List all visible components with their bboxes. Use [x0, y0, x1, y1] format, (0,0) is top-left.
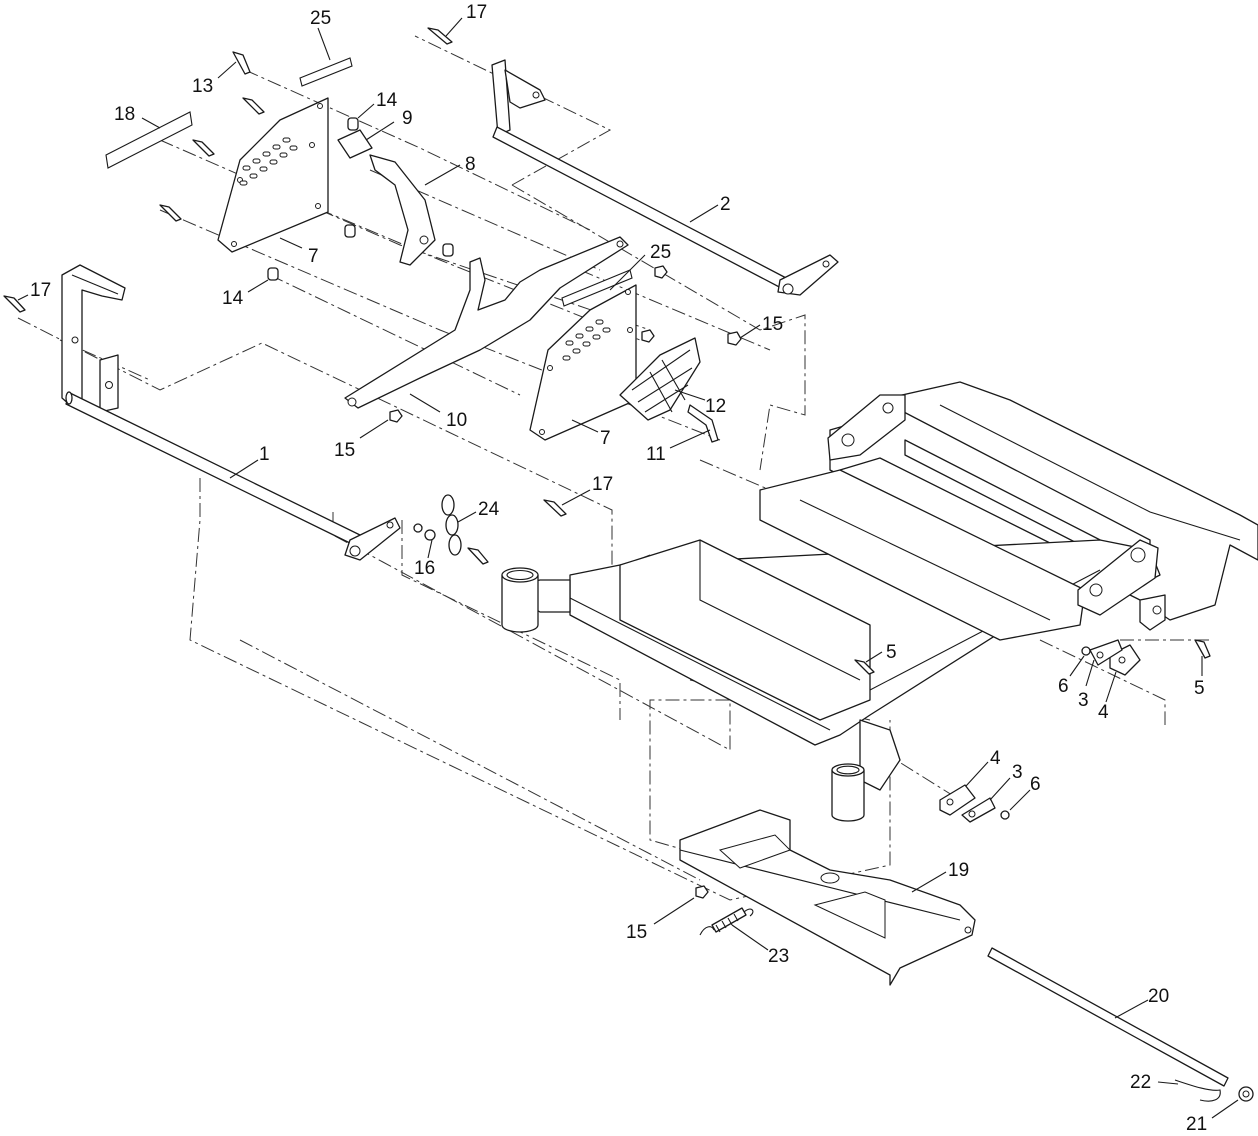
bolt-24: [467, 547, 489, 565]
bracket-3-left: [961, 797, 996, 823]
pedal-shaft-assembly-2: [491, 59, 839, 296]
callout-3-left: 3: [1012, 762, 1023, 783]
side-plate-left-7: [217, 97, 329, 253]
callout-20: 20: [1148, 986, 1169, 1007]
bolt-17-a: [427, 27, 453, 45]
bolt-c: [159, 204, 182, 222]
callout-7-top: 7: [308, 246, 319, 267]
nut-15-a: [654, 265, 668, 279]
spacer-14-a: [347, 117, 359, 131]
callout-17-mid: 17: [592, 474, 613, 495]
spring-23: [699, 907, 754, 936]
callout-3-right: 3: [1078, 690, 1089, 711]
link-bar-10: [344, 236, 629, 409]
callout-6-right: 6: [1058, 676, 1069, 697]
bolt-5-b: [1194, 639, 1211, 659]
callout-25-mid: 25: [650, 242, 671, 263]
callout-labels: 25 17 13 14 9 18 8 2 25 7 14 17 15 10 12…: [30, 2, 1207, 1135]
nut-15-d: [641, 329, 655, 343]
bolt-17-c: [543, 499, 567, 517]
spacer-14-c: [344, 224, 356, 238]
callout-15-bottom: 15: [626, 922, 647, 943]
callout-15-top: 15: [762, 314, 783, 335]
callout-19: 19: [948, 860, 969, 881]
callout-14-top: 14: [376, 90, 398, 111]
callout-7-mid: 7: [600, 428, 611, 449]
callout-21: 21: [1186, 1114, 1207, 1135]
nut-6-left: [1000, 810, 1010, 820]
nut-6-right: [1081, 646, 1091, 656]
callout-25-top: 25: [310, 8, 331, 29]
nut-15-b: [727, 331, 742, 346]
callout-16: 16: [414, 558, 435, 579]
mesh-pad-12: [619, 337, 701, 421]
bolt-17-b: [3, 295, 26, 313]
callout-13: 13: [192, 76, 213, 97]
main-frame: [501, 381, 1258, 822]
callout-24: 24: [478, 499, 500, 520]
callout-23: 23: [768, 946, 789, 967]
callout-6-left: 6: [1030, 774, 1041, 795]
bolt-a: [242, 97, 265, 115]
bracket-3-right: [1089, 639, 1123, 666]
decal-25-top: [299, 57, 353, 87]
washer-21: [1238, 1086, 1254, 1102]
plate-left-slots: [239, 137, 298, 186]
side-plate-right-7: [529, 284, 637, 441]
bolt-5-a: [854, 659, 875, 675]
callout-17-left: 17: [30, 280, 51, 301]
callout-5-mid: 5: [886, 642, 897, 663]
callout-14-mid: 14: [222, 288, 244, 309]
arm-8: [369, 154, 436, 266]
bushing-9: [337, 129, 373, 159]
bolt-13: [232, 51, 251, 75]
bolt-b: [192, 139, 215, 157]
rod-20: [987, 947, 1229, 1087]
callout-18: 18: [114, 104, 135, 125]
callout-9: 9: [402, 108, 413, 129]
washer-16: [413, 523, 436, 541]
nut-15-e: [695, 885, 709, 899]
leader-lines: [17, 17, 1239, 1119]
callout-10: 10: [446, 410, 467, 431]
chain-24: [441, 494, 462, 556]
callout-22: 22: [1130, 1072, 1151, 1093]
callout-1: 1: [259, 444, 270, 465]
bracket-4-left: [939, 784, 976, 816]
callout-8: 8: [465, 154, 476, 175]
callout-4-right: 4: [1098, 702, 1109, 723]
callout-11: 11: [646, 444, 666, 465]
pedal-shaft-assembly-1: [61, 264, 401, 561]
plate-right-slots: [562, 319, 611, 361]
callout-17-top: 17: [466, 2, 487, 23]
spacer-14-d: [442, 243, 454, 257]
nut-15-c: [389, 409, 403, 423]
callout-15-mid: 15: [334, 440, 355, 461]
decal-25-mid: [561, 269, 633, 307]
decal-18: [105, 111, 193, 169]
hardware-small-parts: [3, 27, 1211, 899]
callout-5-right: 5: [1194, 678, 1205, 699]
mount-bracket-19: [679, 809, 976, 986]
pin-11: [687, 404, 719, 443]
callout-12: 12: [705, 396, 726, 417]
callout-2: 2: [720, 194, 731, 215]
callout-4-left: 4: [990, 748, 1001, 769]
spacer-14-b: [267, 267, 279, 281]
hairpin-22: [1174, 1079, 1221, 1102]
